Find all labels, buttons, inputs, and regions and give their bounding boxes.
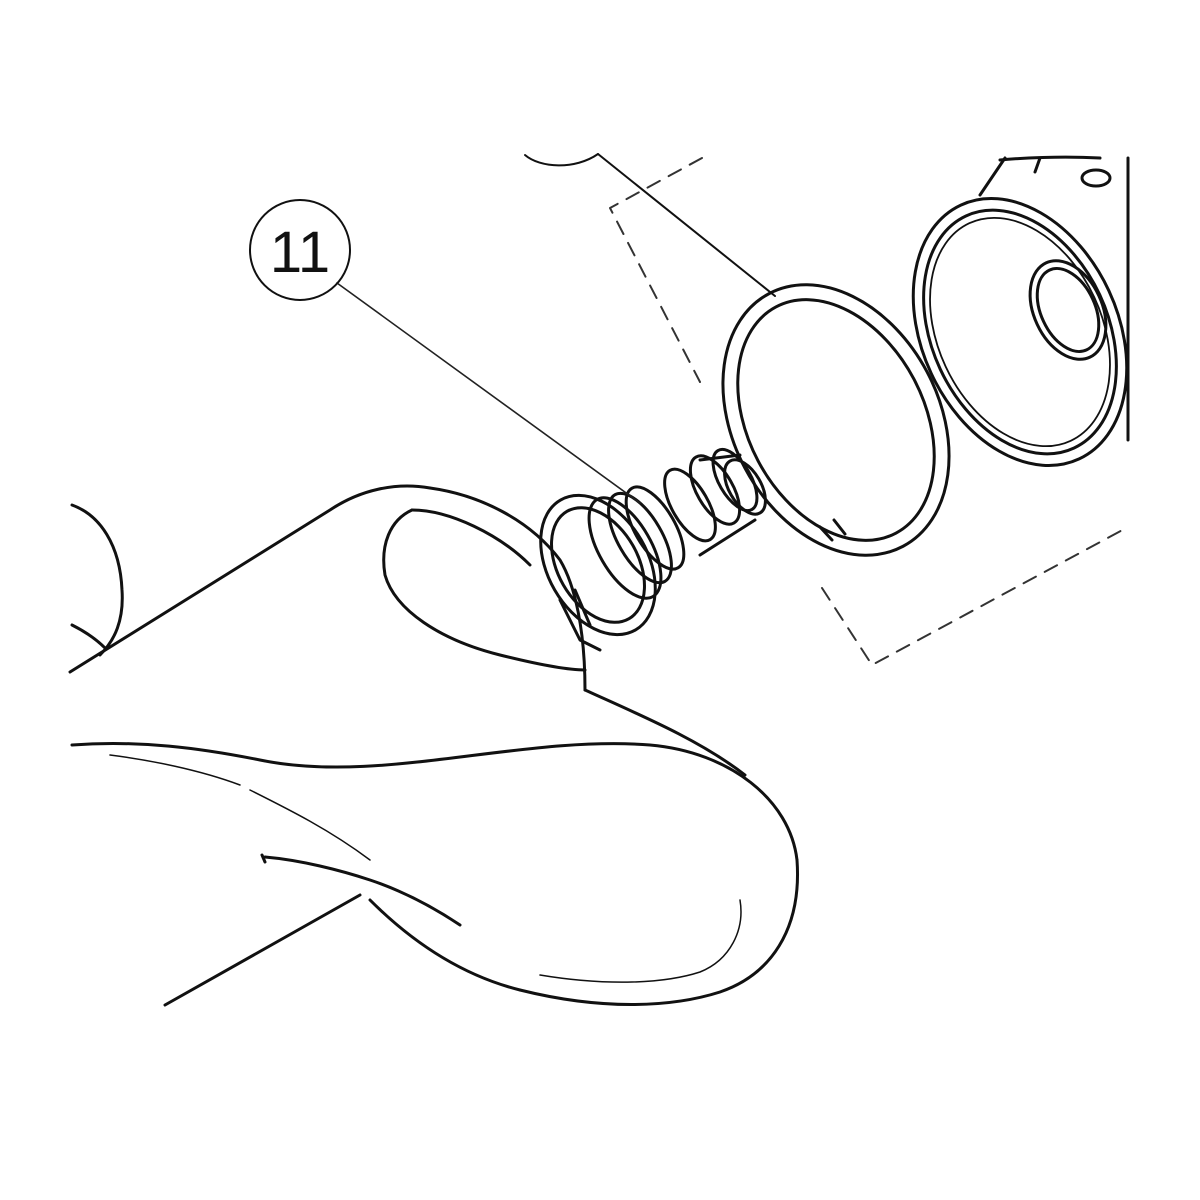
callout-11-circle [249,199,351,301]
dashed-assembly-outline [609,157,1129,666]
cartridge-icon [539,447,767,652]
callout-11-leader [336,282,641,504]
threaded-sleeve-icon [911,155,1130,467]
top-leader-line [524,153,776,297]
mixer-body-icon [68,484,747,777]
callout-11-label: 11 [270,220,330,285]
spout-icon [70,741,800,1007]
retaining-ring-icon [721,283,951,557]
